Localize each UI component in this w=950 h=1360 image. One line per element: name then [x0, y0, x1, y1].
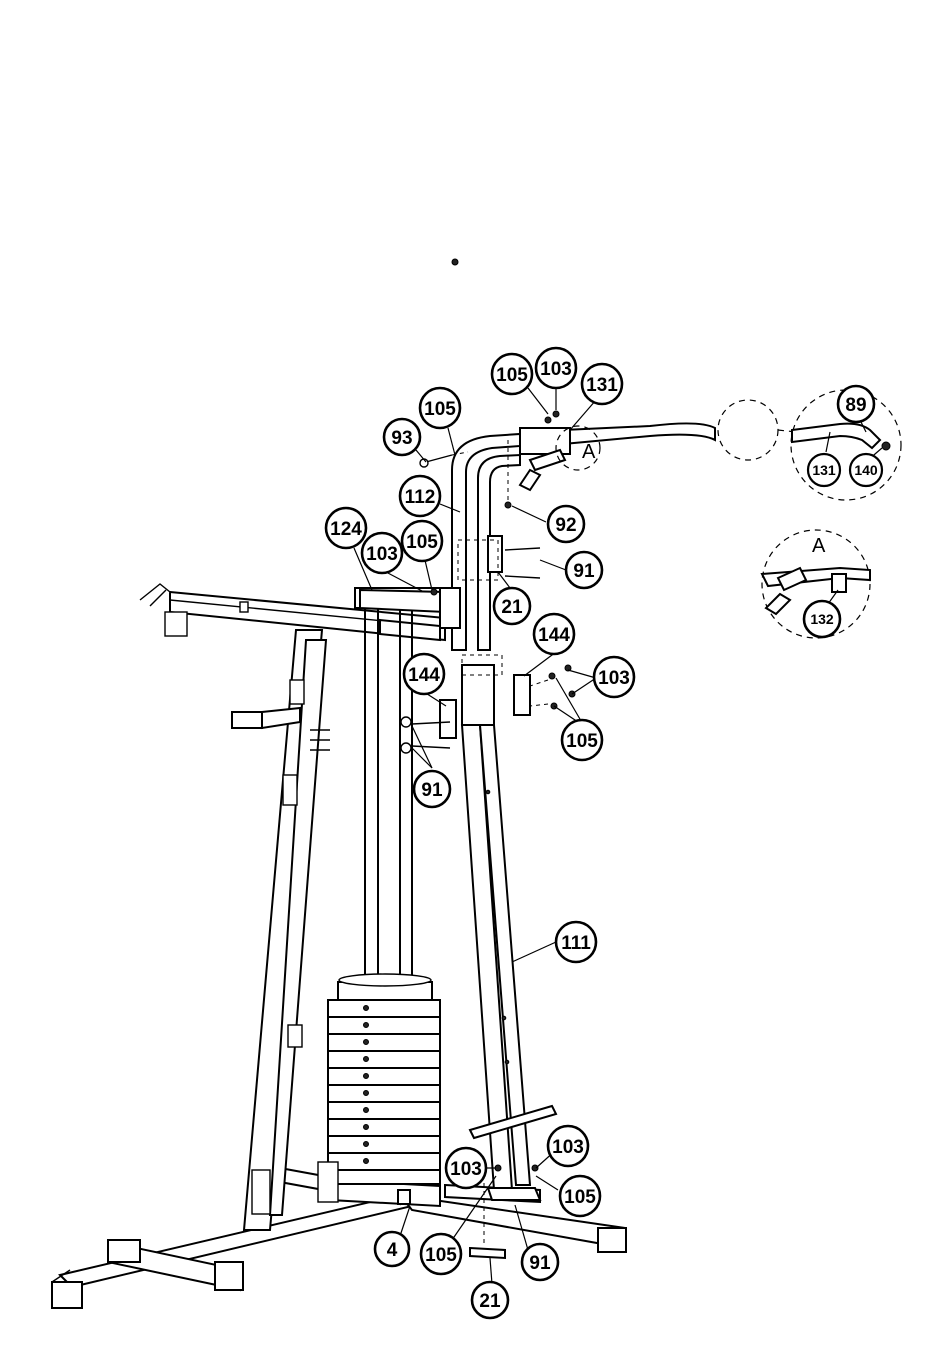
svg-text:105: 105 — [566, 731, 598, 752]
svg-text:105: 105 — [406, 532, 438, 553]
callout-92: 92 — [548, 506, 584, 542]
callout-132: 132 — [804, 601, 840, 637]
callout-89: 89 — [838, 386, 874, 422]
svg-text:140: 140 — [854, 462, 878, 478]
svg-text:132: 132 — [810, 611, 834, 627]
svg-text:21: 21 — [501, 597, 523, 618]
pull-up-handle: A — [520, 400, 796, 490]
svg-text:103: 103 — [450, 1159, 482, 1180]
callout-124: 124 — [326, 508, 366, 548]
svg-text:4: 4 — [387, 1240, 398, 1261]
svg-text:124: 124 — [330, 519, 362, 540]
svg-text:131: 131 — [586, 375, 618, 396]
callout-111: 111 — [556, 922, 596, 962]
callout-21-upper: 21 — [494, 588, 530, 624]
callout-140: 140 — [850, 454, 882, 486]
svg-text:111: 111 — [561, 933, 591, 954]
callout-103-base-right: 103 — [548, 1126, 588, 1166]
left-upright — [232, 630, 330, 1230]
svg-text:91: 91 — [421, 780, 443, 801]
base-frame — [52, 1168, 626, 1308]
callout-93: 93 — [384, 419, 420, 455]
callout-105-base: 105 — [421, 1234, 461, 1274]
svg-text:93: 93 — [391, 428, 412, 449]
callout-91-mid: 91 — [414, 771, 450, 807]
callout-105-base-right: 105 — [560, 1176, 600, 1216]
svg-text:144: 144 — [538, 625, 570, 646]
callout-103-top: 103 — [536, 348, 576, 388]
svg-text:144: 144 — [408, 665, 440, 686]
svg-text:103: 103 — [366, 544, 398, 565]
svg-text:21: 21 — [479, 1291, 501, 1312]
svg-text:91: 91 — [529, 1253, 551, 1274]
callout-103-right: 103 — [594, 657, 634, 697]
callout-21-base: 21 — [472, 1282, 508, 1318]
callout-131-detail: 131 — [808, 454, 840, 486]
callout-105-top: 105 — [492, 354, 532, 394]
svg-text:105: 105 — [496, 365, 528, 386]
callout-103-left: 103 — [362, 533, 402, 573]
weight-plates — [328, 1000, 440, 1184]
detail-a-title: A — [812, 535, 826, 557]
callout-112: 112 — [400, 476, 440, 516]
callout-4: 4 — [375, 1232, 409, 1266]
svg-text:112: 112 — [405, 487, 436, 508]
right-upright — [452, 434, 556, 1200]
svg-text:131: 131 — [812, 462, 836, 478]
callout-103-base-mid: 103 — [446, 1148, 486, 1188]
callout-144-right: 144 — [534, 614, 574, 654]
callout-131-top: 131 — [582, 364, 622, 404]
callout-91-upper: 91 — [566, 552, 602, 588]
svg-text:89: 89 — [845, 395, 866, 416]
svg-text:105: 105 — [425, 1245, 457, 1266]
svg-text:91: 91 — [573, 561, 595, 582]
svg-text:92: 92 — [555, 515, 576, 536]
svg-text:103: 103 — [598, 668, 630, 689]
svg-text:105: 105 — [564, 1187, 596, 1208]
svg-text:103: 103 — [540, 359, 572, 380]
detail-a-marker: A — [582, 441, 596, 463]
callout-105-left: 105 — [402, 521, 442, 561]
callout-144-left: 144 — [404, 654, 444, 694]
svg-text:103: 103 — [552, 1137, 584, 1158]
callout-105-right: 105 — [562, 720, 602, 760]
svg-text:105: 105 — [424, 399, 456, 420]
callout-91-base: 91 — [522, 1244, 558, 1280]
callout-105-mid: 105 — [420, 388, 460, 428]
